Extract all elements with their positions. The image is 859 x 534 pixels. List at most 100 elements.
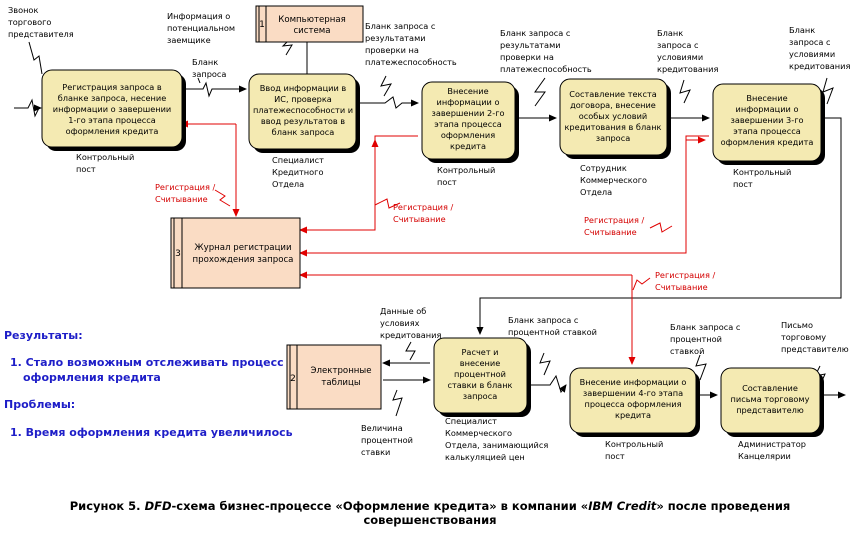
registration-label: Регистрация / [155, 182, 216, 192]
performer-label: Коммерческого [445, 428, 512, 438]
red-line-reg-4-zig [632, 277, 651, 291]
svg-text:бланке запроса, несение: бланке запроса, несение [58, 93, 167, 103]
flow-label: ставки [361, 447, 390, 457]
performer-label: Коммерческого [580, 175, 647, 185]
flow-line-call-zig [28, 41, 43, 75]
flow-label: процентной ставкой [508, 327, 597, 337]
svg-text:Регистрация запроса в: Регистрация запроса в [62, 82, 162, 92]
flow-label: платежеспособность [365, 57, 457, 67]
flow-line-solvency-1-zig [380, 75, 392, 97]
svg-text:информации о завершении: информации о завершении [53, 104, 171, 114]
flow-label: условиях [380, 318, 420, 328]
external-entity-computer-system: 1 Компьютерная система [255, 5, 364, 43]
performer-label: Специалист [445, 416, 497, 426]
flow-line-credit-conditions-zig [405, 341, 416, 361]
flow-label: условиями [657, 52, 703, 62]
performer-label: Отдела [580, 187, 612, 197]
flow-label: результатами [365, 33, 426, 43]
process-is-input: Ввод информации в ИС, проверка платежесп… [248, 73, 360, 153]
flow-lines [14, 25, 846, 417]
external-entity-label: система [293, 26, 330, 36]
process-box [433, 337, 528, 414]
flow-label: запроса [192, 69, 226, 79]
svg-text:1-го этапа процесса: 1-го этапа процесса [68, 115, 156, 125]
svg-text:завершении 4-го этапа: завершении 4-го этапа [583, 388, 683, 398]
performer-label: пост [605, 451, 625, 461]
process-box [248, 73, 357, 150]
flow-label: проверки на [500, 52, 554, 62]
process-box [712, 83, 822, 162]
svg-text:процесса оформления: процесса оформления [584, 399, 681, 409]
performer-label: пост [76, 164, 96, 174]
results-item-continuation: оформления кредита [23, 371, 161, 384]
svg-text:ввод результатов в: ввод результатов в [261, 116, 345, 126]
caption-prefix: Рисунок 5. [69, 499, 145, 513]
svg-text:запроса: запроса [596, 133, 630, 143]
data-store-box [286, 344, 382, 410]
registration-label: Считывание [393, 214, 446, 224]
performer-label: Контрольный [605, 439, 663, 449]
flow-label: процентной [361, 435, 413, 445]
svg-text:информации о: информации о [437, 97, 500, 107]
process-contract: Составление текста договора, внесение ос… [559, 78, 671, 159]
data-store-journal: 3 Журнал регистрации прохождения запроса [170, 217, 301, 289]
data-store-box [170, 217, 301, 289]
flow-label: потенциальном [167, 23, 235, 33]
process-registration: Регистрация запроса в бланке запроса, не… [41, 69, 186, 151]
flow-label: Бланк запроса с [365, 21, 435, 31]
svg-text:письма торговому: письма торговому [731, 394, 810, 404]
svg-text:оформления кредита: оформления кредита [721, 137, 814, 147]
performer-label: Сотрудник [580, 163, 627, 173]
performer-label: Контрольный [76, 152, 134, 162]
red-line-reg-2-zig [374, 198, 401, 209]
registration-lines [180, 120, 709, 365]
flow-label: заемщике [167, 35, 211, 45]
svg-text:завершении 3-го: завершении 3-го [730, 115, 803, 125]
flow-line-request-form [186, 81, 247, 98]
performer-label: пост [733, 179, 753, 189]
data-store-number: 2 [290, 374, 296, 384]
flow-label: представителю [781, 344, 849, 354]
flow-label: Величина [361, 423, 403, 433]
process-box [559, 78, 668, 156]
flow-line-rate-form-1-zig [539, 352, 551, 376]
svg-text:информации о: информации о [736, 104, 799, 114]
flow-line-rate-form-1 [527, 374, 567, 394]
process-stage2: Внесение информации о завершении 2-го эт… [421, 81, 519, 163]
problems-title: Проблемы: [4, 398, 76, 411]
registration-label: Считывание [584, 227, 637, 237]
data-store-spreadsheets: 2 Электронные таблицы [286, 344, 382, 410]
flow-label: Письмо [781, 320, 813, 330]
flow-line-solvency-2-zig [534, 77, 546, 107]
caption-line2: совершенствования [363, 513, 497, 527]
caption-middle: -схема бизнес-процессе «Оформление креди… [171, 499, 589, 513]
flow-line-call [14, 98, 42, 118]
performer-label: Администратор [738, 439, 806, 449]
external-entity-label: Компьютерная [278, 15, 346, 25]
process-stage4: Внесение информации о завершении 4-го эт… [569, 367, 700, 437]
svg-text:оформления: оформления [441, 130, 495, 140]
flow-label: кредитования [657, 64, 718, 74]
flow-line-request-zig [197, 77, 201, 84]
svg-text:Внесение информации о: Внесение информации о [580, 377, 687, 387]
svg-text:Расчет и: Расчет и [461, 347, 498, 357]
svg-text:платежеспособности и: платежеспособности и [253, 105, 353, 115]
flow-line-rate-value-zig [392, 389, 403, 417]
performer-label: Отдела [272, 179, 304, 189]
flow-label: условиями [789, 49, 835, 59]
performer-label: Канцелярии [738, 451, 791, 461]
svg-text:завершении 2-го: завершении 2-го [431, 108, 504, 118]
flow-label: Бланк запроса с [500, 28, 570, 38]
performer-label: Специалист [272, 155, 324, 165]
registration-label: Регистрация / [584, 215, 645, 225]
performer-label: Кредитного [272, 167, 323, 177]
flow-label: Звонок [8, 5, 38, 15]
svg-text:представителю: представителю [736, 405, 804, 415]
flow-label: запроса с [789, 37, 831, 47]
flow-label: запроса с [657, 40, 699, 50]
process-box [41, 69, 183, 148]
process-box [421, 81, 516, 160]
registration-labels: Регистрация / Считывание Регистрация / С… [155, 182, 716, 292]
svg-text:Составление текста: Составление текста [569, 89, 656, 99]
